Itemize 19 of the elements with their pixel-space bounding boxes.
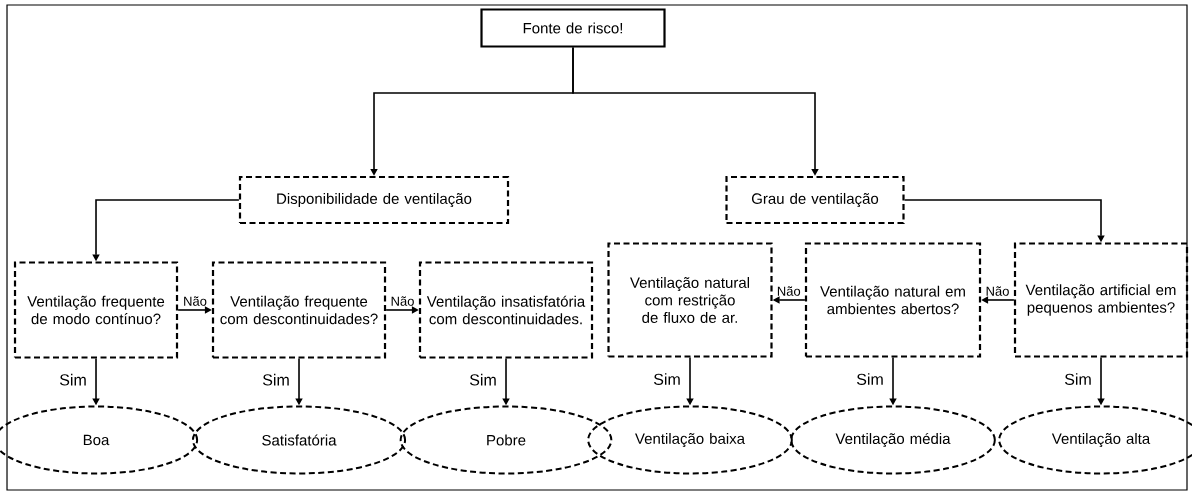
edge-label: Não [986,286,1009,296]
question-box: Ventilação natural em ambientes abertos? [804,242,982,358]
question-box: Ventilação frequente com descontinuidades? [211,261,387,359]
category-box: Disponibilidade de ventilação [238,175,510,225]
question-box: Ventilação artificial em pequenos ambientes? [1013,242,1189,358]
question-box: Ventilação frequente de modo contínuo? [13,261,179,359]
edge-label: Sim [263,373,289,386]
edge-label: Sim [856,373,883,385]
edge-label: Não [777,286,801,296]
edge-label: Sim [469,373,496,386]
result-box: Ventilação insatisfatória com descontinuidades. [418,261,594,359]
edge-label: Não [391,296,414,306]
category-box: Grau de ventilação [725,175,905,225]
edge-label: Não [184,296,207,306]
edge-label: Sim [60,373,86,386]
start-box: Fonte de risco! [480,8,666,48]
question-box: Ventilação natural com restrição de fluxo de ar. [607,242,773,358]
edge-label: Sim [1064,373,1091,385]
edge-label: Sim [653,373,680,385]
